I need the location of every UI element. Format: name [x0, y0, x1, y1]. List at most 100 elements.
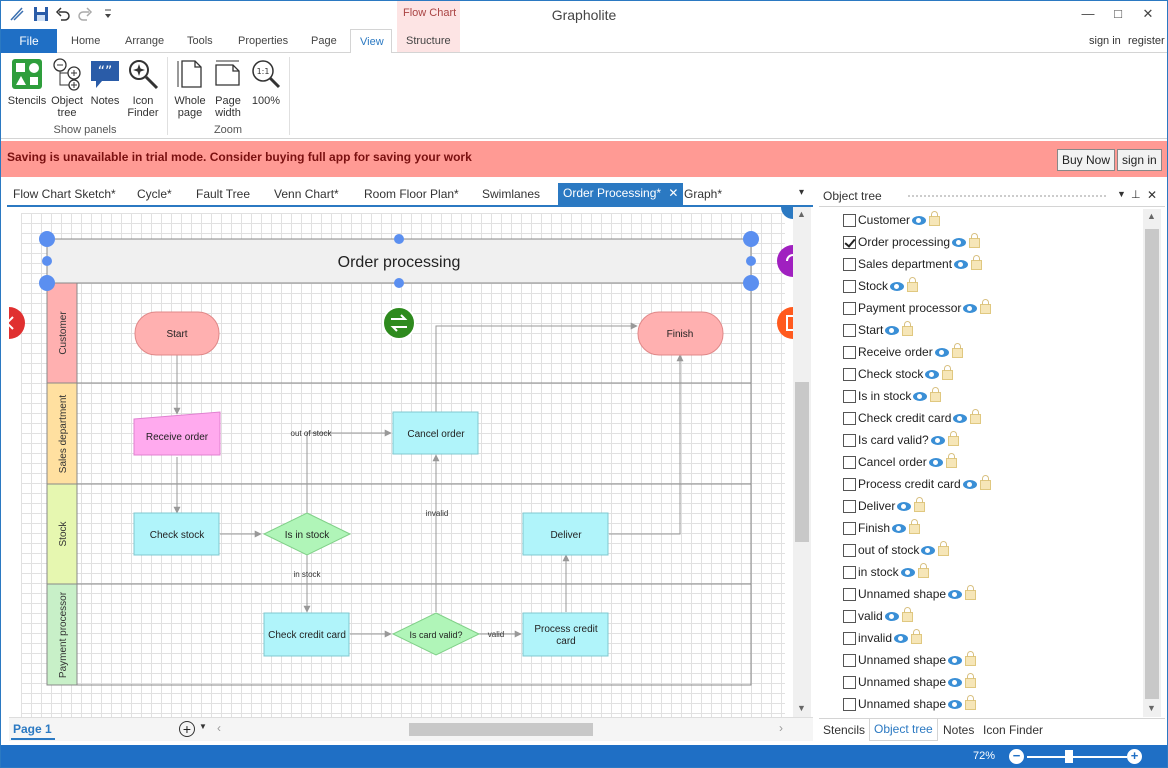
- doc-tab-room-floor-plan[interactable]: Room Floor Plan*: [364, 187, 459, 201]
- doc-tab-swimlanes[interactable]: Swimlanes: [482, 187, 541, 201]
- tree-item[interactable]: Unnamed shape: [843, 694, 977, 714]
- tree-item[interactable]: Deliver: [843, 496, 926, 516]
- connector[interactable]: [306, 429, 392, 513]
- tree-item-checkbox[interactable]: [843, 521, 856, 535]
- lock-icon[interactable]: [909, 519, 921, 534]
- tree-item-checkbox[interactable]: [843, 367, 856, 381]
- lock-icon[interactable]: [907, 277, 919, 292]
- visibility-eye-icon[interactable]: [925, 369, 940, 379]
- tree-item[interactable]: Sales department: [843, 254, 983, 274]
- tab-arrange[interactable]: Arrange: [125, 35, 165, 47]
- visibility-eye-icon[interactable]: [952, 237, 967, 247]
- tree-item[interactable]: Check credit card: [843, 408, 982, 428]
- icon-finder-button[interactable]: Icon Finder: [125, 57, 161, 119]
- visibility-eye-icon[interactable]: [963, 303, 978, 313]
- tree-item-checkbox[interactable]: [843, 389, 856, 403]
- undo-icon[interactable]: [53, 4, 73, 24]
- visibility-eye-icon[interactable]: [885, 325, 900, 335]
- whole-page-button[interactable]: Whole page: [171, 57, 209, 119]
- lane-header-sales-department[interactable]: [46, 382, 78, 485]
- tab-file[interactable]: File: [1, 29, 57, 53]
- tree-item-checkbox[interactable]: [843, 345, 856, 359]
- tree-item-checkbox[interactable]: [843, 499, 856, 513]
- visibility-eye-icon[interactable]: [948, 677, 963, 687]
- selection-handle[interactable]: [743, 231, 759, 247]
- lock-icon[interactable]: [914, 497, 926, 512]
- banner-signin-button[interactable]: sign in: [1117, 149, 1162, 171]
- visibility-eye-icon[interactable]: [900, 567, 915, 577]
- lock-icon[interactable]: [917, 563, 929, 578]
- lane-header-stock[interactable]: [46, 483, 78, 585]
- visibility-eye-icon[interactable]: [921, 545, 936, 555]
- lock-icon[interactable]: [965, 585, 977, 600]
- zoom-in-button[interactable]: +: [1127, 749, 1142, 764]
- object-tree-button[interactable]: Object tree: [49, 57, 85, 119]
- lock-icon[interactable]: [980, 299, 992, 314]
- panel-menu-chevron-down-icon[interactable]: ▼: [1117, 189, 1126, 199]
- visibility-eye-icon[interactable]: [962, 479, 977, 489]
- object-tree-scrollbar[interactable]: ▲ ▼: [1143, 209, 1161, 717]
- register-link[interactable]: register: [1128, 35, 1165, 47]
- canvas-horizontal-scroll-thumb[interactable]: [409, 723, 593, 736]
- diagram-canvas[interactable]: Order processing Customer Sales departme…: [9, 207, 793, 717]
- shape-check-credit-card[interactable]: [263, 612, 350, 657]
- visibility-eye-icon[interactable]: [890, 281, 905, 291]
- lock-icon[interactable]: [965, 673, 977, 688]
- page-menu-chevron-down-icon[interactable]: ▼: [199, 722, 207, 731]
- lock-icon[interactable]: [965, 695, 977, 710]
- tree-item[interactable]: Process credit card: [843, 474, 991, 494]
- tree-item[interactable]: Finish: [843, 518, 921, 538]
- lane-header-payment-processor[interactable]: [46, 583, 78, 686]
- connector[interactable]: [609, 354, 684, 535]
- doc-tab-graph[interactable]: Graph*: [684, 187, 723, 201]
- page-width-button[interactable]: Page width: [209, 57, 247, 119]
- shape-options-button[interactable]: [777, 307, 793, 339]
- lock-icon[interactable]: [938, 541, 950, 556]
- scroll-left-icon[interactable]: ‹: [217, 721, 221, 735]
- tree-item-checkbox[interactable]: [843, 301, 856, 315]
- visibility-eye-icon[interactable]: [948, 589, 963, 599]
- lock-icon[interactable]: [911, 629, 923, 644]
- maximize-button[interactable]: □: [1114, 6, 1122, 21]
- tree-item-checkbox[interactable]: [843, 477, 856, 491]
- tree-item[interactable]: Payment processor: [843, 298, 992, 318]
- doc-tab-order-processing[interactable]: Order Processing* ✕: [558, 183, 684, 205]
- tree-item[interactable]: Is card valid?: [843, 430, 959, 450]
- tree-item-checkbox[interactable]: [843, 697, 856, 711]
- shape-check-stock[interactable]: [133, 512, 220, 556]
- lock-icon[interactable]: [969, 233, 981, 248]
- canvas-vertical-scrollbar[interactable]: ▲ ▼: [793, 207, 811, 717]
- save-icon[interactable]: [31, 4, 51, 24]
- zoom-out-button[interactable]: −: [1009, 749, 1024, 764]
- tree-item-checkbox[interactable]: [843, 279, 856, 293]
- doc-tab-fault-tree[interactable]: Fault Tree: [196, 187, 251, 201]
- shape-is-in-stock[interactable]: [262, 512, 352, 556]
- minimize-button[interactable]: —: [1081, 6, 1095, 21]
- visibility-eye-icon[interactable]: [948, 699, 963, 709]
- tab-view[interactable]: View: [350, 29, 392, 54]
- tree-item[interactable]: invalid: [843, 628, 923, 648]
- tree-item[interactable]: Start: [843, 320, 914, 340]
- tree-item[interactable]: Stock: [843, 276, 919, 296]
- connector[interactable]: [435, 322, 638, 412]
- tree-item[interactable]: in stock: [843, 562, 929, 582]
- tree-item[interactable]: Order processing: [843, 232, 981, 252]
- lock-icon[interactable]: [971, 255, 983, 270]
- shape-is-card-valid[interactable]: [391, 612, 481, 656]
- shape-deliver[interactable]: [522, 512, 609, 556]
- top-right-button[interactable]: [781, 207, 793, 219]
- tab-properties[interactable]: Properties: [238, 35, 289, 47]
- panel-tab-icon-finder[interactable]: Icon Finder: [983, 723, 1044, 737]
- notes-button[interactable]: “” Notes: [87, 57, 123, 107]
- zoom-slider-track[interactable]: [1027, 756, 1127, 758]
- lock-icon[interactable]: [979, 475, 991, 490]
- signin-link[interactable]: sign in: [1089, 35, 1121, 47]
- scroll-up-icon[interactable]: ▲: [797, 209, 806, 219]
- redo-icon[interactable]: [75, 4, 95, 24]
- tree-item-checkbox[interactable]: [843, 565, 856, 579]
- visibility-eye-icon[interactable]: [897, 501, 912, 511]
- scroll-right-icon[interactable]: ›: [779, 721, 783, 735]
- shape-finish[interactable]: [637, 311, 724, 356]
- visibility-eye-icon[interactable]: [948, 655, 963, 665]
- tree-item-checkbox[interactable]: [843, 631, 856, 645]
